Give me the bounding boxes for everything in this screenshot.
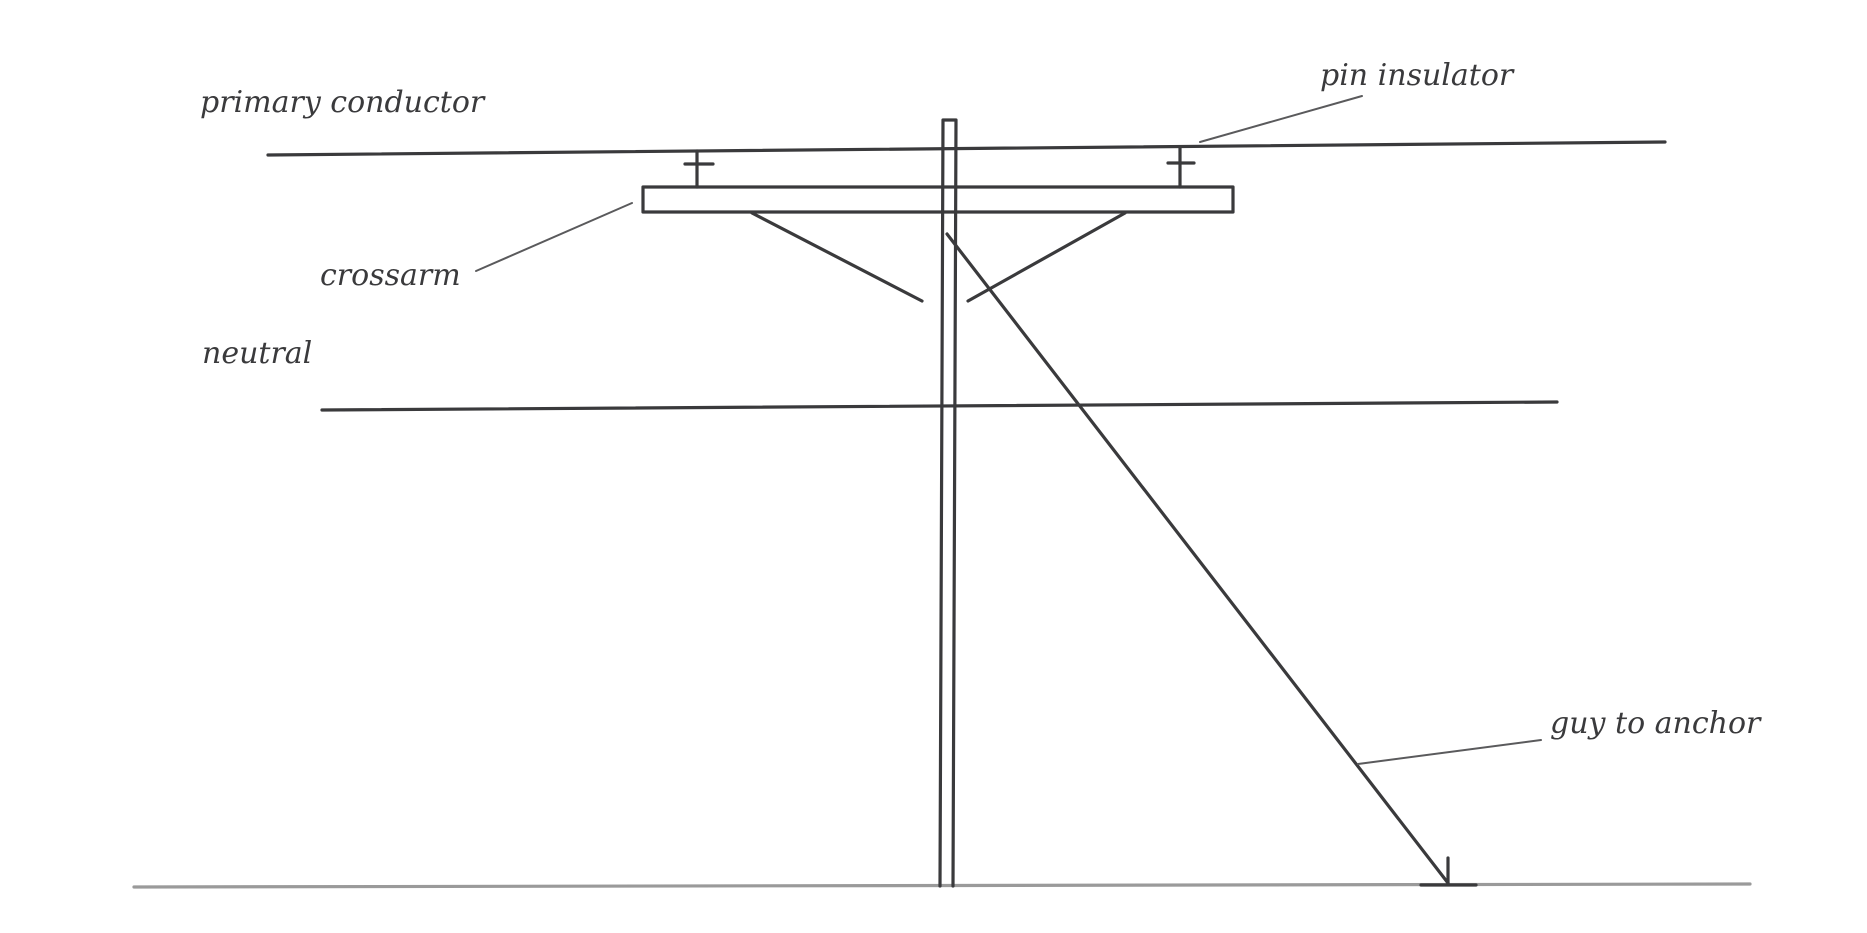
pole [938, 118, 958, 888]
leader-crossarm [475, 202, 633, 272]
anchor [1419, 856, 1478, 887]
crossarm [641, 185, 1235, 214]
guy-wire [945, 232, 1450, 885]
label-primary-conductor: primary conductor [200, 85, 486, 120]
ground-line [132, 882, 1752, 889]
label-pin-insulator: pin insulator [1320, 58, 1515, 93]
label-neutral: neutral [202, 336, 312, 371]
label-crossarm: crossarm [320, 258, 461, 293]
leader-pin-insulator [1199, 95, 1363, 143]
pin-insulator-right [1166, 146, 1196, 189]
leader-guy-to-anchor [1357, 739, 1542, 765]
crossarm-brace-left [750, 211, 924, 303]
primary-conductor-wire [266, 140, 1667, 157]
neutral-wire [320, 400, 1559, 412]
pin-insulator-left [683, 149, 715, 189]
crossarm-brace-right [966, 211, 1127, 303]
label-guy-to-anchor: guy to anchor [1550, 706, 1762, 741]
